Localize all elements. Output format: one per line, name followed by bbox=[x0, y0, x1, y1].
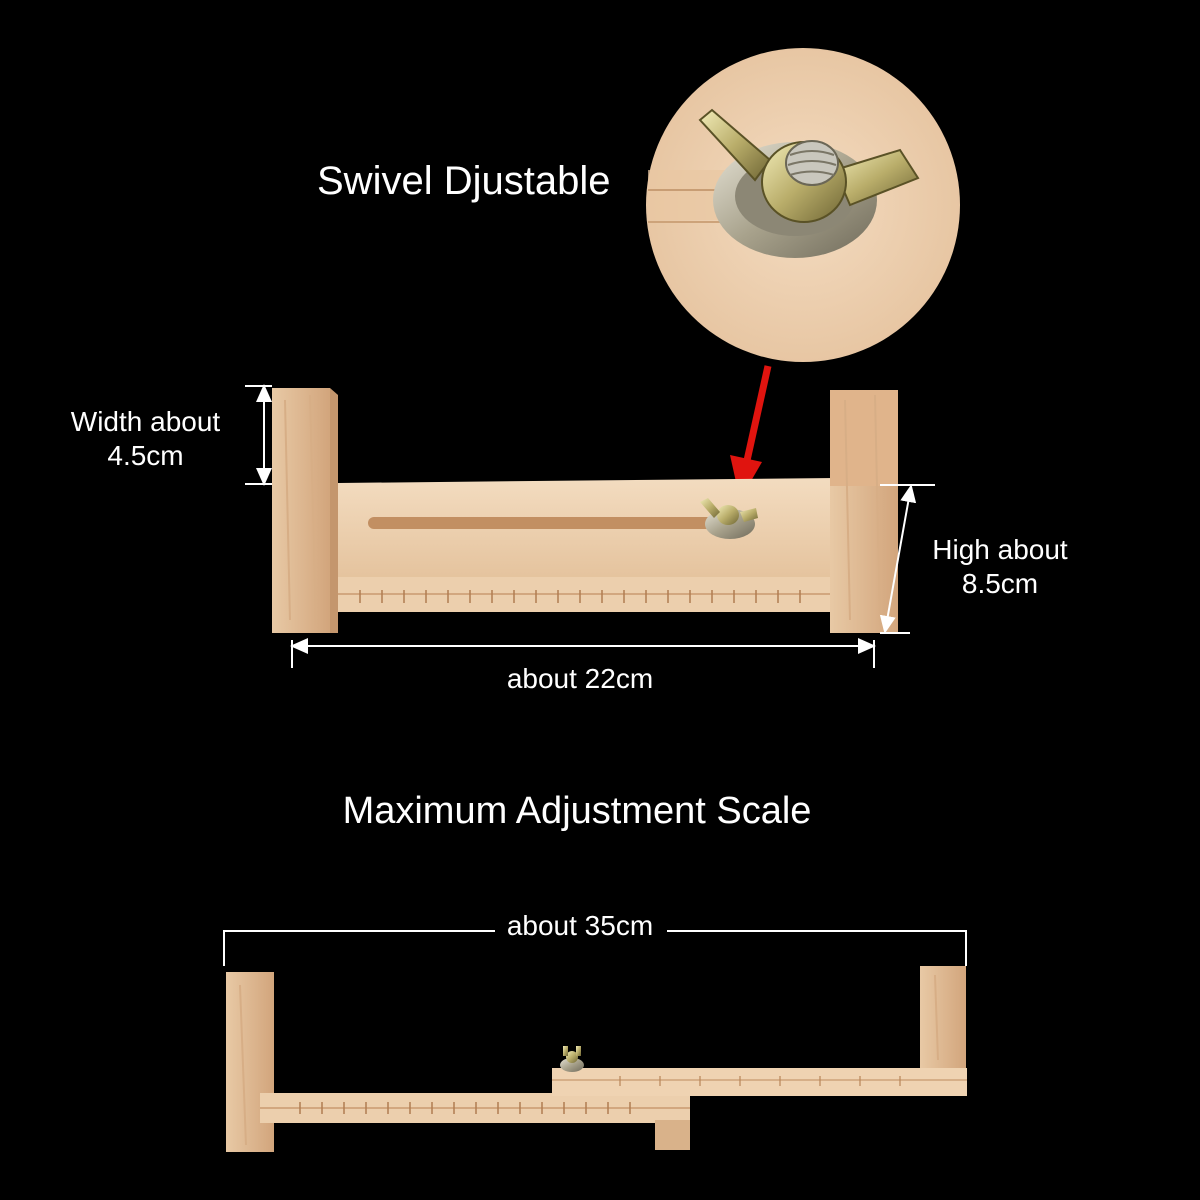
length-compact-dimension-indicator bbox=[290, 638, 876, 668]
width-label: Width about 4.5cm bbox=[58, 405, 233, 473]
feature-title: Swivel Djustable bbox=[317, 159, 611, 203]
width-dimension-indicator bbox=[245, 384, 272, 486]
height-label-line1: High about bbox=[932, 534, 1068, 565]
width-label-line2: 4.5cm bbox=[107, 440, 184, 471]
height-dimension-indicator bbox=[879, 484, 935, 634]
section-title: Maximum Adjustment Scale bbox=[342, 790, 812, 832]
width-label-line1: Width about bbox=[70, 406, 221, 437]
length-compact-label: about 22cm bbox=[506, 663, 654, 694]
compact-jig bbox=[272, 388, 898, 633]
length-extended-label: about 35cm bbox=[506, 910, 654, 941]
height-label-line2: 8.5cm bbox=[961, 568, 1039, 599]
extended-jig bbox=[226, 966, 967, 1152]
height-label: High about 8.5cm bbox=[915, 533, 1085, 601]
length-extended-dimension-indicator bbox=[223, 930, 967, 966]
wing-nut-zoom-detail bbox=[646, 48, 960, 362]
